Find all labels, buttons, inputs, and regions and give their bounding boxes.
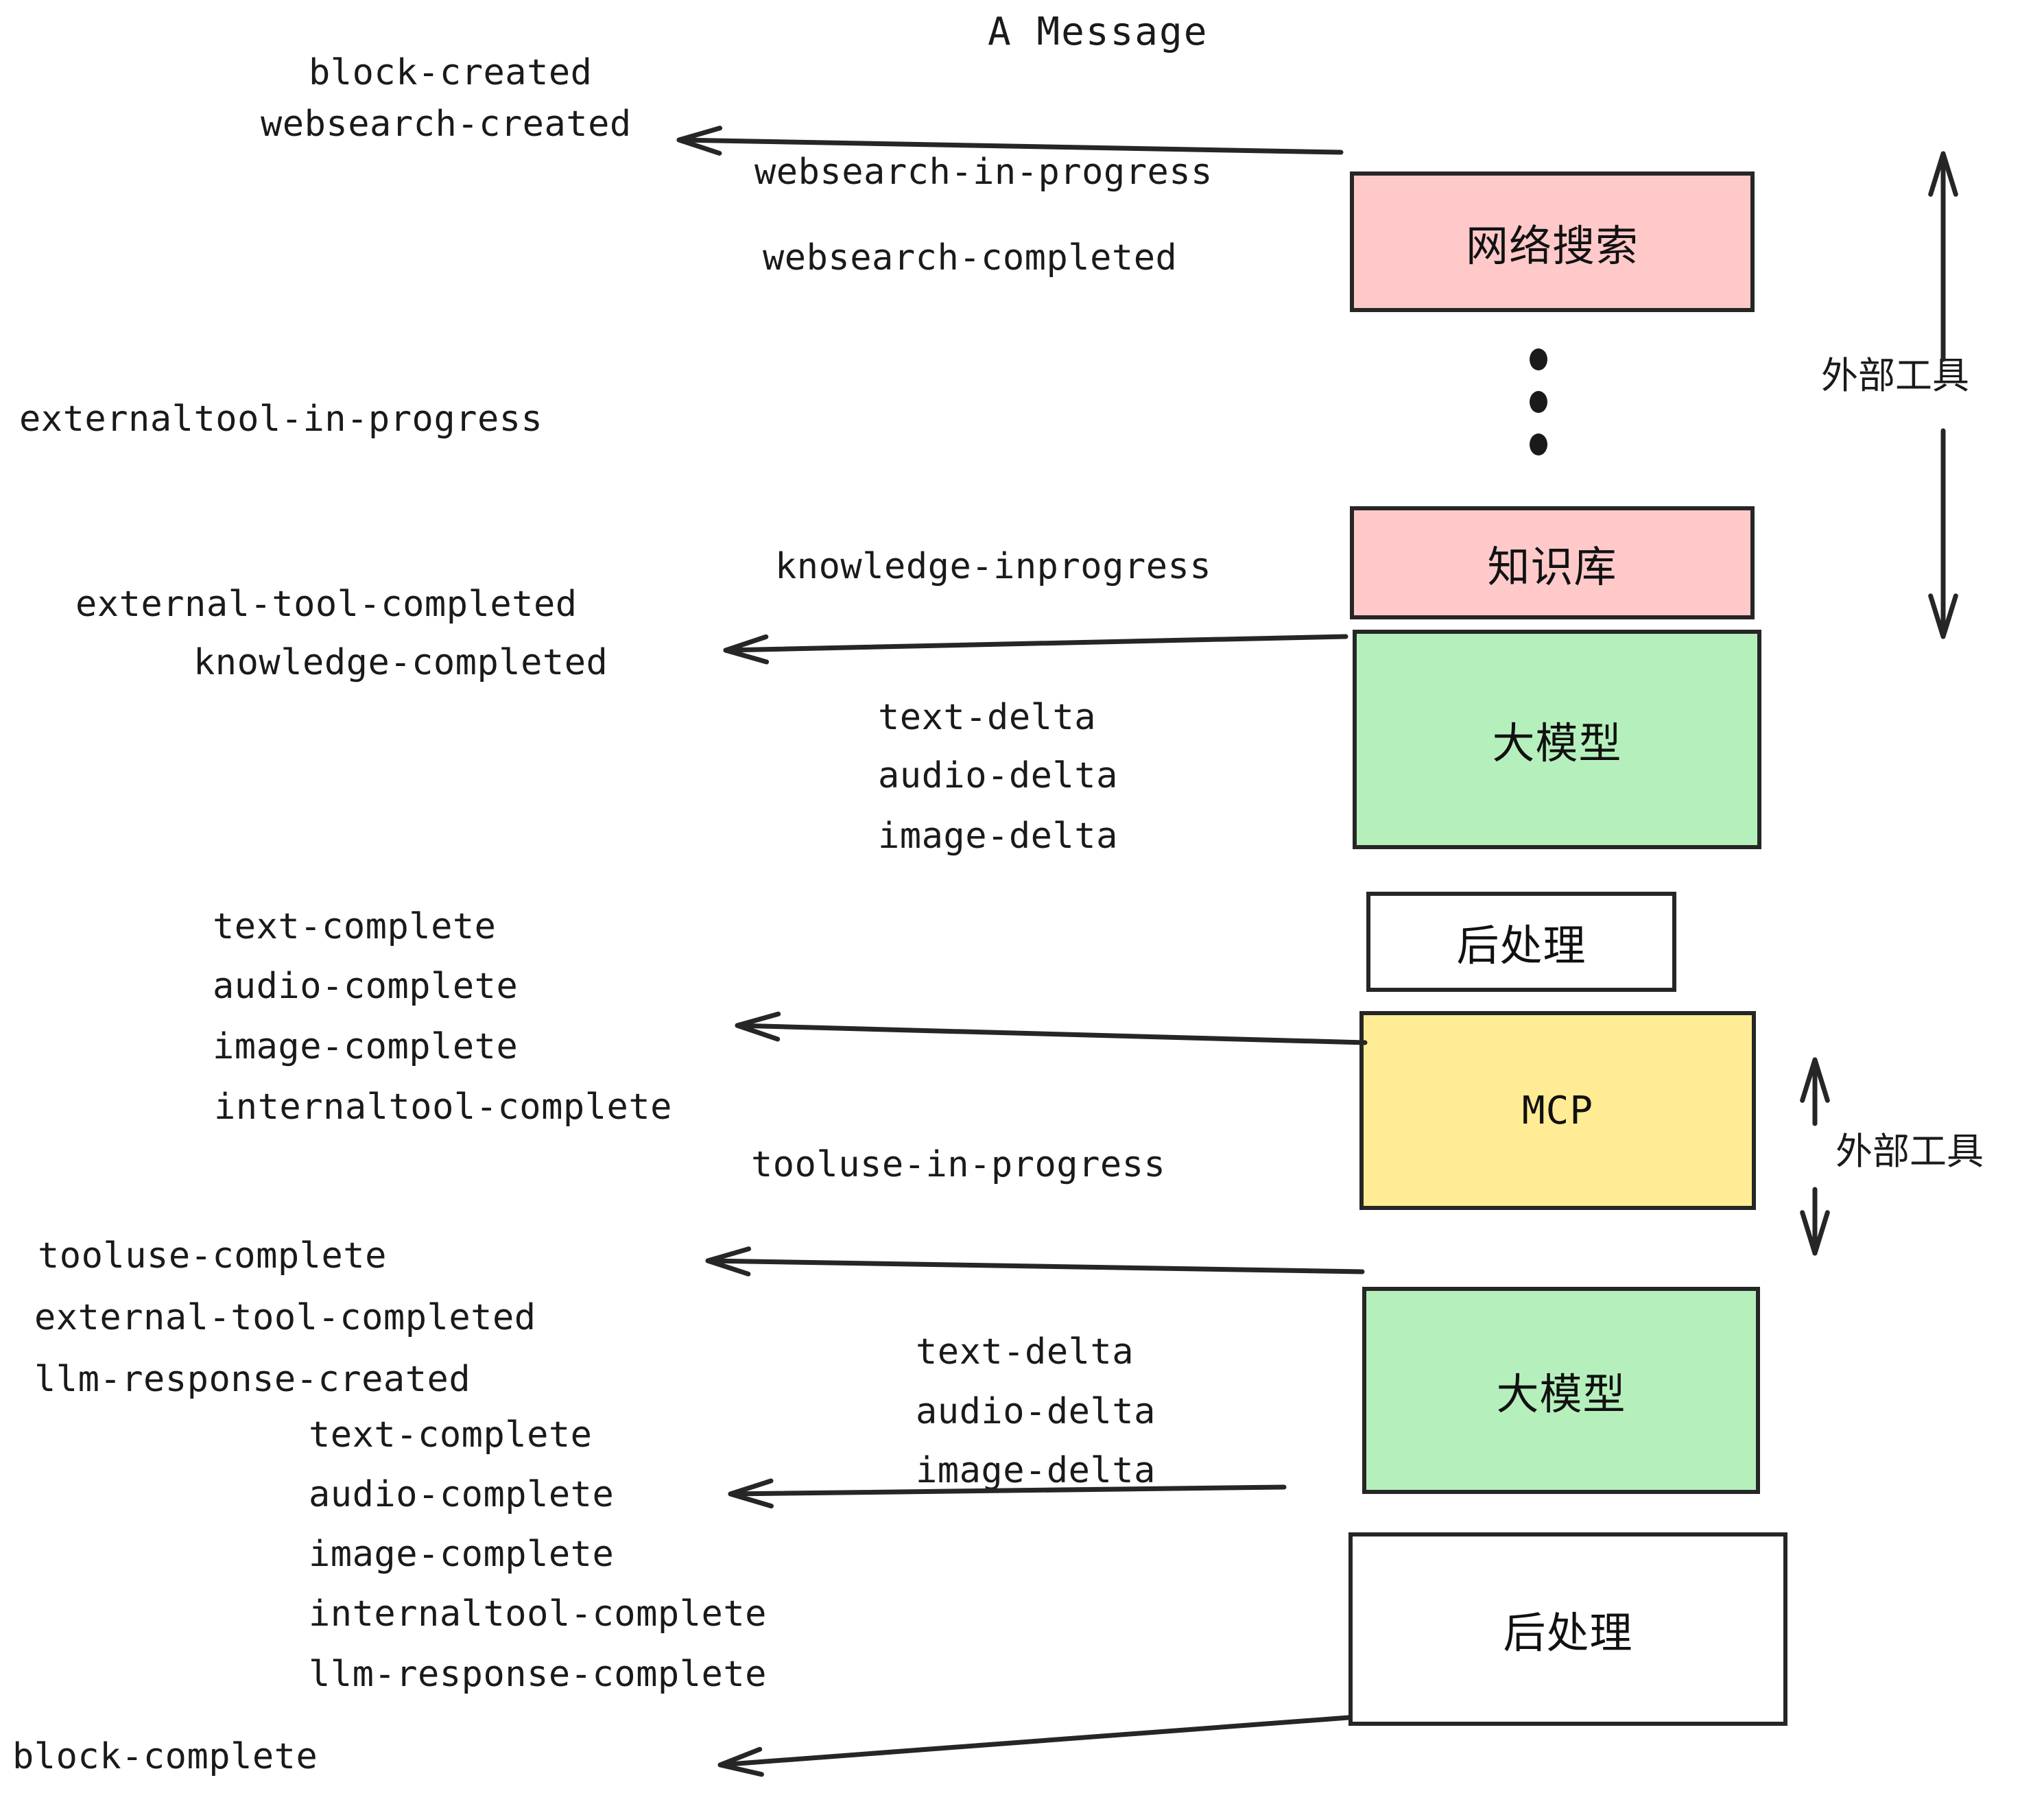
event-label-websearch-in-progress: websearch-in-progress <box>754 152 1213 193</box>
marker-label-external-tool-top: 外部工具 <box>1821 354 1969 397</box>
event-label-audio-complete-2: audio-complete <box>309 1474 615 1515</box>
marker-arrow-down-external-tool-top <box>1928 428 1958 639</box>
event-label-internaltool-complete-2: internaltool-complete <box>309 1593 767 1635</box>
node-llm-2: 大模型 <box>1362 1287 1760 1494</box>
event-label-image-complete-1: image-complete <box>213 1026 519 1067</box>
event-label-external-tool-completed-1: external-tool-completed <box>75 584 578 625</box>
ellipsis-dot <box>1530 434 1547 455</box>
marker-arrow-up-external-tool-top <box>1928 151 1958 362</box>
event-label-text-complete-2: text-complete <box>309 1414 593 1456</box>
event-label-knowledge-inprogress: knowledge-inprogress <box>775 546 1212 587</box>
node-label: 大模型 <box>1492 718 1622 768</box>
node-label: 后处理 <box>1456 921 1587 971</box>
event-label-image-delta-2: image-delta <box>916 1450 1156 1491</box>
node-label: 后处理 <box>1503 1608 1633 1658</box>
node-websearch: 网络搜索 <box>1350 171 1755 312</box>
node-label: MCP <box>1521 1088 1594 1133</box>
node-llm-1: 大模型 <box>1353 630 1761 849</box>
event-label-tooluse-complete: tooluse-complete <box>38 1235 387 1277</box>
page-title: A Message <box>988 10 1209 54</box>
ellipsis-dot <box>1530 348 1547 370</box>
event-label-external-tool-completed-2: external-tool-completed <box>34 1297 536 1338</box>
node-label: 大模型 <box>1496 1369 1626 1419</box>
event-label-block-created: block-created <box>309 52 593 93</box>
event-label-tooluse-in-progress: tooluse-in-progress <box>751 1144 1166 1185</box>
event-label-image-delta-1: image-delta <box>878 816 1118 857</box>
event-label-image-complete-2: image-complete <box>309 1534 615 1575</box>
flow-arrow-block-created <box>676 126 1344 156</box>
event-label-text-complete-1: text-complete <box>213 906 497 947</box>
event-label-llm-response-complete: llm-response-complete <box>309 1654 767 1695</box>
node-postprocess-2: 后处理 <box>1348 1532 1787 1726</box>
node-postprocess-1: 后处理 <box>1366 892 1676 992</box>
flow-arrow-image-complete-1 <box>735 1011 1368 1045</box>
event-label-block-complete: block-complete <box>12 1736 318 1777</box>
node-mcp: MCP <box>1359 1011 1756 1210</box>
event-label-audio-delta-2: audio-delta <box>916 1391 1156 1432</box>
node-label: 网络搜索 <box>1465 220 1639 271</box>
marker-arrow-up-external-tool-bottom <box>1800 1057 1830 1126</box>
node-knowledge: 知识库 <box>1350 506 1755 619</box>
event-label-websearch-completed: websearch-completed <box>763 237 1178 278</box>
event-label-audio-delta-1: audio-delta <box>878 755 1118 796</box>
ellipsis-dot <box>1530 391 1547 413</box>
flow-arrow-block-complete <box>717 1715 1351 1777</box>
event-label-knowledge-completed: knowledge-completed <box>193 642 608 683</box>
event-label-websearch-created: websearch-created <box>261 104 632 145</box>
event-label-externaltool-in-progress: externaltool-in-progress <box>19 399 543 440</box>
marker-arrow-down-external-tool-bottom <box>1800 1187 1830 1256</box>
flow-arrow-tooluse-complete <box>705 1246 1365 1277</box>
node-label: 知识库 <box>1487 541 1617 592</box>
event-label-text-delta-2: text-delta <box>916 1331 1134 1373</box>
flow-arrow-knowledge-completed <box>723 634 1348 665</box>
event-label-llm-response-created: llm-response-created <box>34 1359 471 1400</box>
event-label-audio-complete-1: audio-complete <box>213 966 519 1007</box>
event-label-internaltool-complete-1: internaltool-complete <box>214 1087 672 1128</box>
event-label-text-delta-1: text-delta <box>878 697 1097 738</box>
marker-label-external-tool-bottom: 外部工具 <box>1835 1130 1984 1173</box>
